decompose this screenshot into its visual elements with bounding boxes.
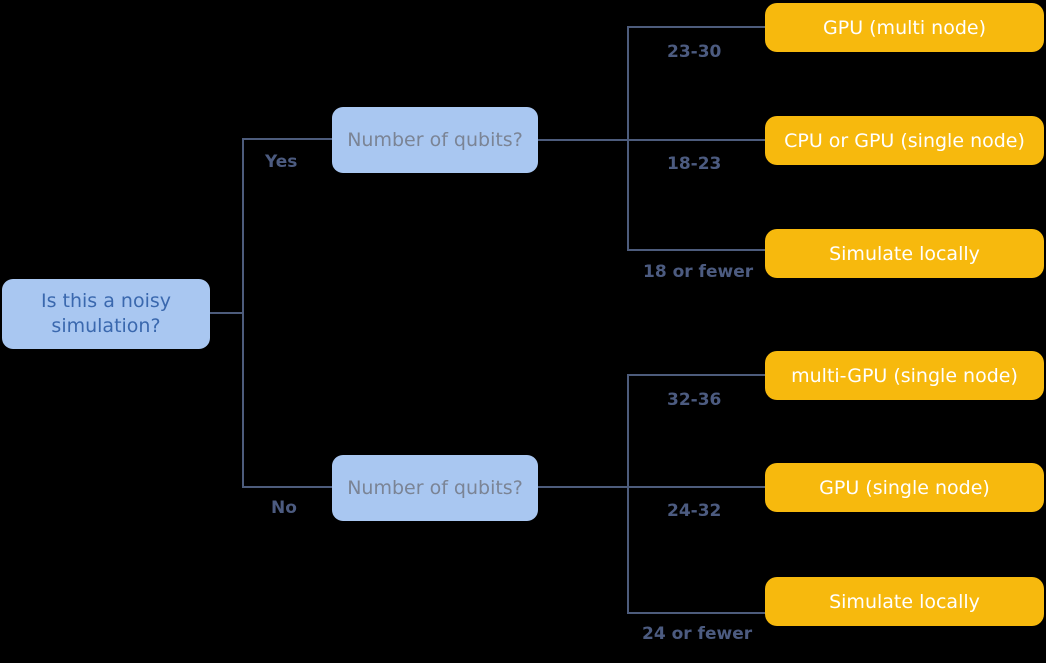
connector-line (627, 374, 629, 614)
connector-line (629, 249, 765, 251)
node-root-question: Is this a noisy simulation? (2, 279, 210, 349)
question-label: Number of qubits? (347, 477, 523, 499)
node-question-qubits-no: Number of qubits? (332, 455, 538, 521)
branch-label-no: No (271, 498, 297, 518)
range-label-18-or-fewer: 18 or fewer (643, 262, 754, 282)
connector-line (244, 138, 332, 140)
outcome-label: GPU (multi node) (823, 16, 986, 39)
node-outcome-simulate-locally-yes: Simulate locally (765, 229, 1044, 278)
connector-line (244, 486, 332, 488)
node-outcome-simulate-locally-no: Simulate locally (765, 577, 1044, 626)
outcome-label: Simulate locally (829, 590, 980, 613)
connector-line (629, 26, 765, 28)
outcome-label: GPU (single node) (819, 476, 990, 499)
node-question-qubits-yes: Number of qubits? (332, 107, 538, 173)
connector-line (538, 486, 765, 488)
connector-line (629, 374, 765, 376)
range-label-24-32: 24-32 (667, 501, 722, 521)
node-outcome-cpu-or-gpu-single-node: CPU or GPU (single node) (765, 116, 1044, 165)
outcome-label: Simulate locally (829, 242, 980, 265)
root-question-label: Is this a noisy simulation? (40, 289, 172, 337)
range-label-18-23: 18-23 (667, 154, 722, 174)
node-outcome-multi-gpu-single-node: multi-GPU (single node) (765, 351, 1044, 400)
connector-line (629, 612, 765, 614)
node-outcome-gpu-multi-node: GPU (multi node) (765, 3, 1044, 52)
range-label-32-36: 32-36 (667, 390, 722, 410)
connector-line (242, 138, 244, 488)
range-label-23-30: 23-30 (667, 42, 722, 62)
connector-line (538, 139, 765, 141)
node-outcome-gpu-single-node: GPU (single node) (765, 463, 1044, 512)
question-label: Number of qubits? (347, 129, 523, 151)
range-label-24-or-fewer: 24 or fewer (642, 624, 753, 644)
connector-line (210, 312, 244, 314)
connector-line (627, 26, 629, 251)
branch-label-yes: Yes (265, 152, 298, 172)
outcome-label: CPU or GPU (single node) (784, 129, 1025, 152)
outcome-label: multi-GPU (single node) (791, 364, 1018, 387)
